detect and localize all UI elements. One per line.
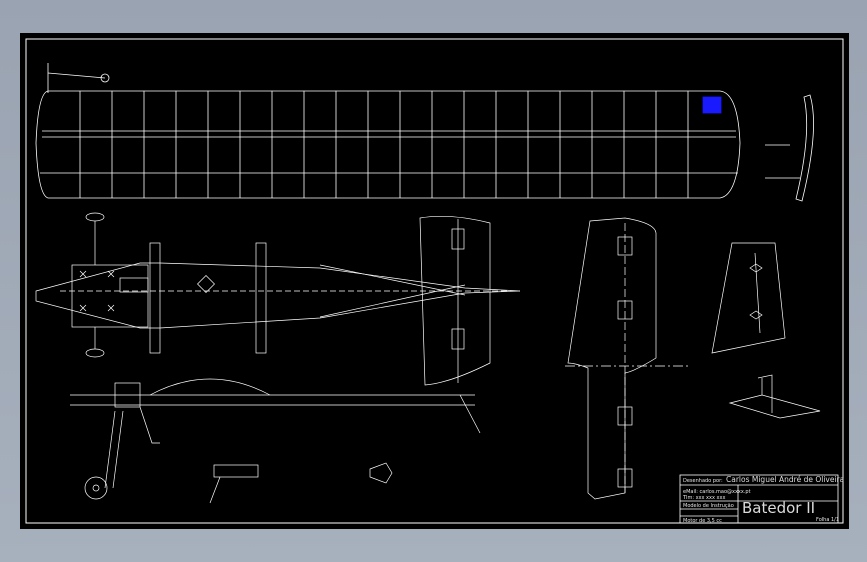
rudder-plan xyxy=(711,242,821,419)
stabilizer-top-view xyxy=(419,215,491,386)
wing-tip-accent xyxy=(702,96,722,114)
sheet-note: Folha 1/1 xyxy=(816,517,839,523)
author-name: Carlos Miguel André de Oliveira xyxy=(726,475,844,484)
sheet-border xyxy=(25,38,844,524)
engine-label: Motor de 3,5 cc xyxy=(683,518,722,524)
designed-by-label: Desenhado por: xyxy=(683,478,723,484)
elevator-plan xyxy=(565,217,688,500)
model-name: Batedor II xyxy=(742,499,815,517)
fuselage-top-view xyxy=(35,212,521,358)
wing-tip-side xyxy=(765,94,814,202)
plan-drawing: Desenhado por: Carlos Miguel André de Ol… xyxy=(25,38,844,524)
title-block xyxy=(679,474,839,524)
fuselage-side-view xyxy=(70,378,481,504)
contact-line-1: eMail: carlos.mao@xxxx.pt xyxy=(683,489,751,495)
wing-plan xyxy=(35,63,741,199)
model-type-label: Modelo de Instrução xyxy=(683,503,734,509)
drawing-sheet: Desenhado por: Carlos Miguel André de Ol… xyxy=(20,33,849,529)
contact-line-2: Tlm: xxx xxx xxx xyxy=(682,495,725,501)
